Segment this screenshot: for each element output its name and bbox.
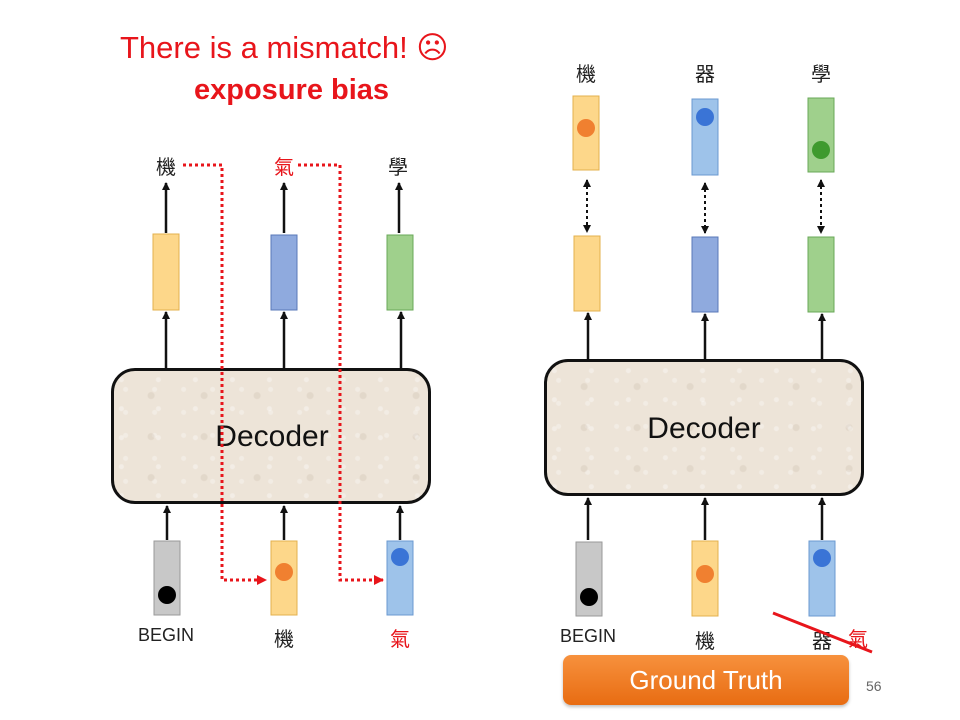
right-input-dot-1 (580, 588, 598, 606)
right-target-dot-1 (577, 119, 595, 137)
title-line1: There is a mismatch! ☹ (120, 30, 449, 65)
left-output-token-2: 氣 (274, 155, 294, 179)
decoder-right (544, 359, 864, 496)
decoder-left (111, 368, 431, 504)
left-output-token-3: 學 (388, 155, 408, 179)
right-target-box-3 (807, 97, 835, 173)
right-output-box-1 (573, 235, 601, 312)
left-input-token-1: BEGIN (137, 625, 195, 645)
right-input-dot-2 (696, 565, 714, 583)
right-output-token-2: 器 (695, 62, 715, 86)
left-output-token-1: 機 (156, 155, 176, 179)
right-input-token-2: 機 (695, 629, 715, 653)
right-input-box-3 (808, 540, 836, 617)
strike-line (772, 611, 873, 654)
right-input-token-1: BEGIN (559, 626, 617, 646)
feedback-path-2 (298, 163, 384, 585)
right-target-dot-3 (812, 141, 830, 159)
decoder-left-label: Decoder (215, 420, 329, 453)
decoder-right-label: Decoder (647, 412, 761, 445)
left-output-box-1 (152, 233, 180, 311)
right-output-token-3: 學 (811, 62, 831, 86)
feedback-path-1 (183, 163, 267, 585)
page-number: 56 (866, 678, 882, 694)
ground-truth-button[interactable]: Ground Truth (563, 655, 849, 705)
left-output-box-2 (270, 234, 298, 311)
left-input-token-3: 氣 (390, 627, 410, 651)
left-input-dot-3 (391, 548, 409, 566)
right-output-box-3 (807, 236, 835, 313)
right-output-token-1: 機 (576, 62, 596, 86)
left-input-dot-1 (158, 586, 176, 604)
right-output-box-2 (691, 236, 719, 313)
left-input-token-2: 機 (274, 627, 294, 651)
left-input-dot-2 (275, 563, 293, 581)
title-line2: exposure bias (194, 74, 390, 106)
right-target-dot-2 (696, 108, 714, 126)
left-output-box-3 (386, 234, 414, 311)
right-input-dot-3 (813, 549, 831, 567)
